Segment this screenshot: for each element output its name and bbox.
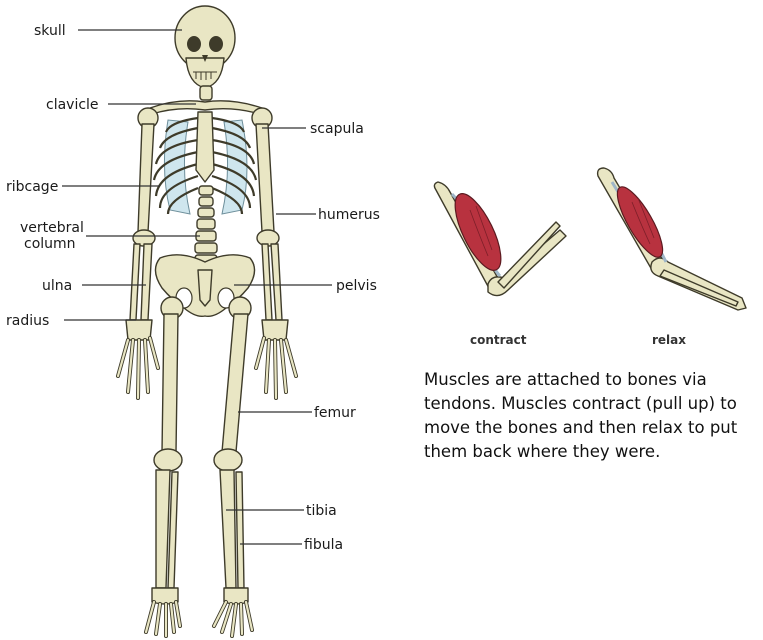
label-column: column <box>24 236 76 252</box>
label-pelvis: pelvis <box>336 278 377 294</box>
label-skull: skull <box>34 23 66 39</box>
leg-bones-illustration <box>146 297 252 636</box>
label-tibia: tibia <box>306 503 337 519</box>
arm-relax-illustration <box>598 168 746 310</box>
skeleton-illustration <box>118 6 296 636</box>
muscle-description-text: Muscles are attached to bones via tendon… <box>424 368 759 464</box>
label-humerus: humerus <box>318 207 380 223</box>
label-ribcage: ribcage <box>6 179 58 195</box>
vertebral-column-illustration <box>195 186 217 265</box>
label-scapula: scapula <box>310 121 364 137</box>
caption-contract: contract <box>470 333 527 347</box>
label-vertebral: vertebral <box>20 220 84 236</box>
arm-contract-illustration <box>434 182 566 296</box>
label-femur: femur <box>314 405 356 421</box>
label-fibula: fibula <box>304 537 343 553</box>
label-ulna: ulna <box>42 278 72 294</box>
caption-relax: relax <box>652 333 686 347</box>
label-clavicle: clavicle <box>46 97 99 113</box>
skull-illustration <box>175 6 235 88</box>
label-radius: radius <box>6 313 49 329</box>
